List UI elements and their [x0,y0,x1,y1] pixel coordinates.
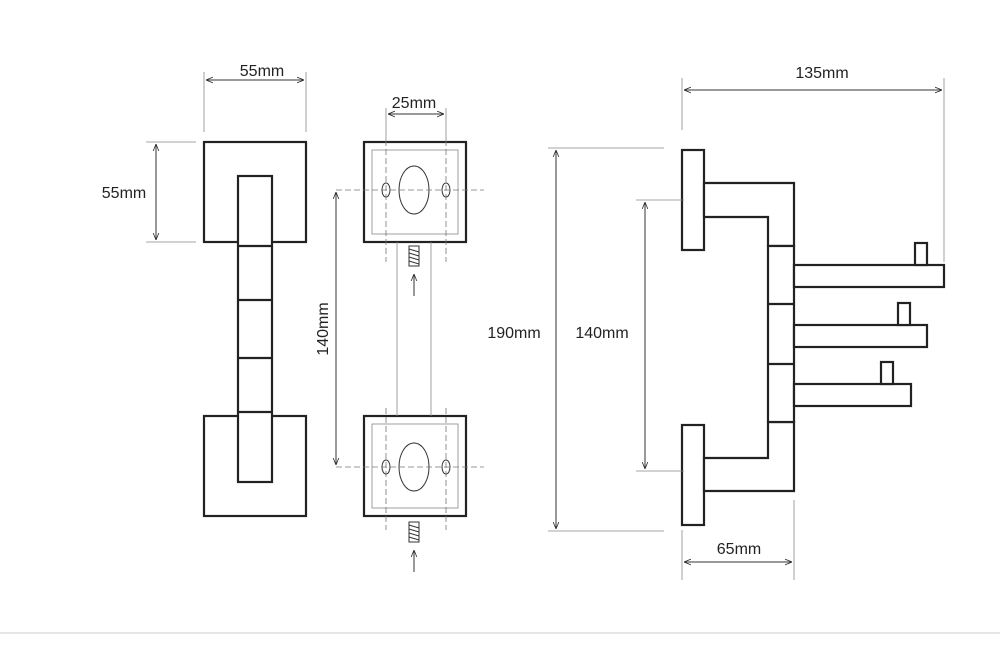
dim-front-height: 55mm [102,141,196,243]
side-bottom-plate [680,423,706,527]
side-view: 190mm 140mm 135mm 65mm [487,65,946,580]
dim-base-depth: 65mm [681,500,795,580]
front-bar [236,174,274,484]
side-top-bracket [702,181,796,248]
side-arm-2 [792,323,929,349]
dim-hole-spacing: 25mm [385,95,447,142]
label-front-width: 55mm [240,63,284,80]
mount-bottom-plate [362,414,468,518]
side-arm-2-tip [896,301,912,327]
label-side-total-height: 190mm [487,325,540,342]
dim-side-total-height: 190mm [487,147,664,532]
side-spine [766,244,796,424]
dim-depth: 135mm [681,65,945,262]
label-hole-spacing: 25mm [392,95,436,112]
side-arm-3 [792,382,913,408]
side-arm-3-tip [879,360,895,386]
footer-divider [0,632,1000,634]
side-top-plate [680,148,706,252]
side-arm-1-tip [913,241,929,267]
label-base-depth: 65mm [717,541,761,558]
side-bottom-bracket [702,420,796,493]
front-view: 55mm 55mm [102,63,308,518]
screw-icon [408,521,420,572]
label-arm-spacing: 140mm [575,325,628,342]
label-depth: 135mm [795,65,848,82]
side-arm-1 [792,263,946,289]
screw-icon [408,245,420,296]
label-front-height: 55mm [102,185,146,202]
dim-arm-spacing: 140mm [575,199,684,472]
mount-top-plate [362,140,468,244]
dim-front-width: 55mm [203,63,307,132]
label-mount-height: 140mm [315,302,332,355]
dim-mount-height: 140mm [315,192,336,465]
mounting-view: 25mm 140mm [315,95,484,572]
